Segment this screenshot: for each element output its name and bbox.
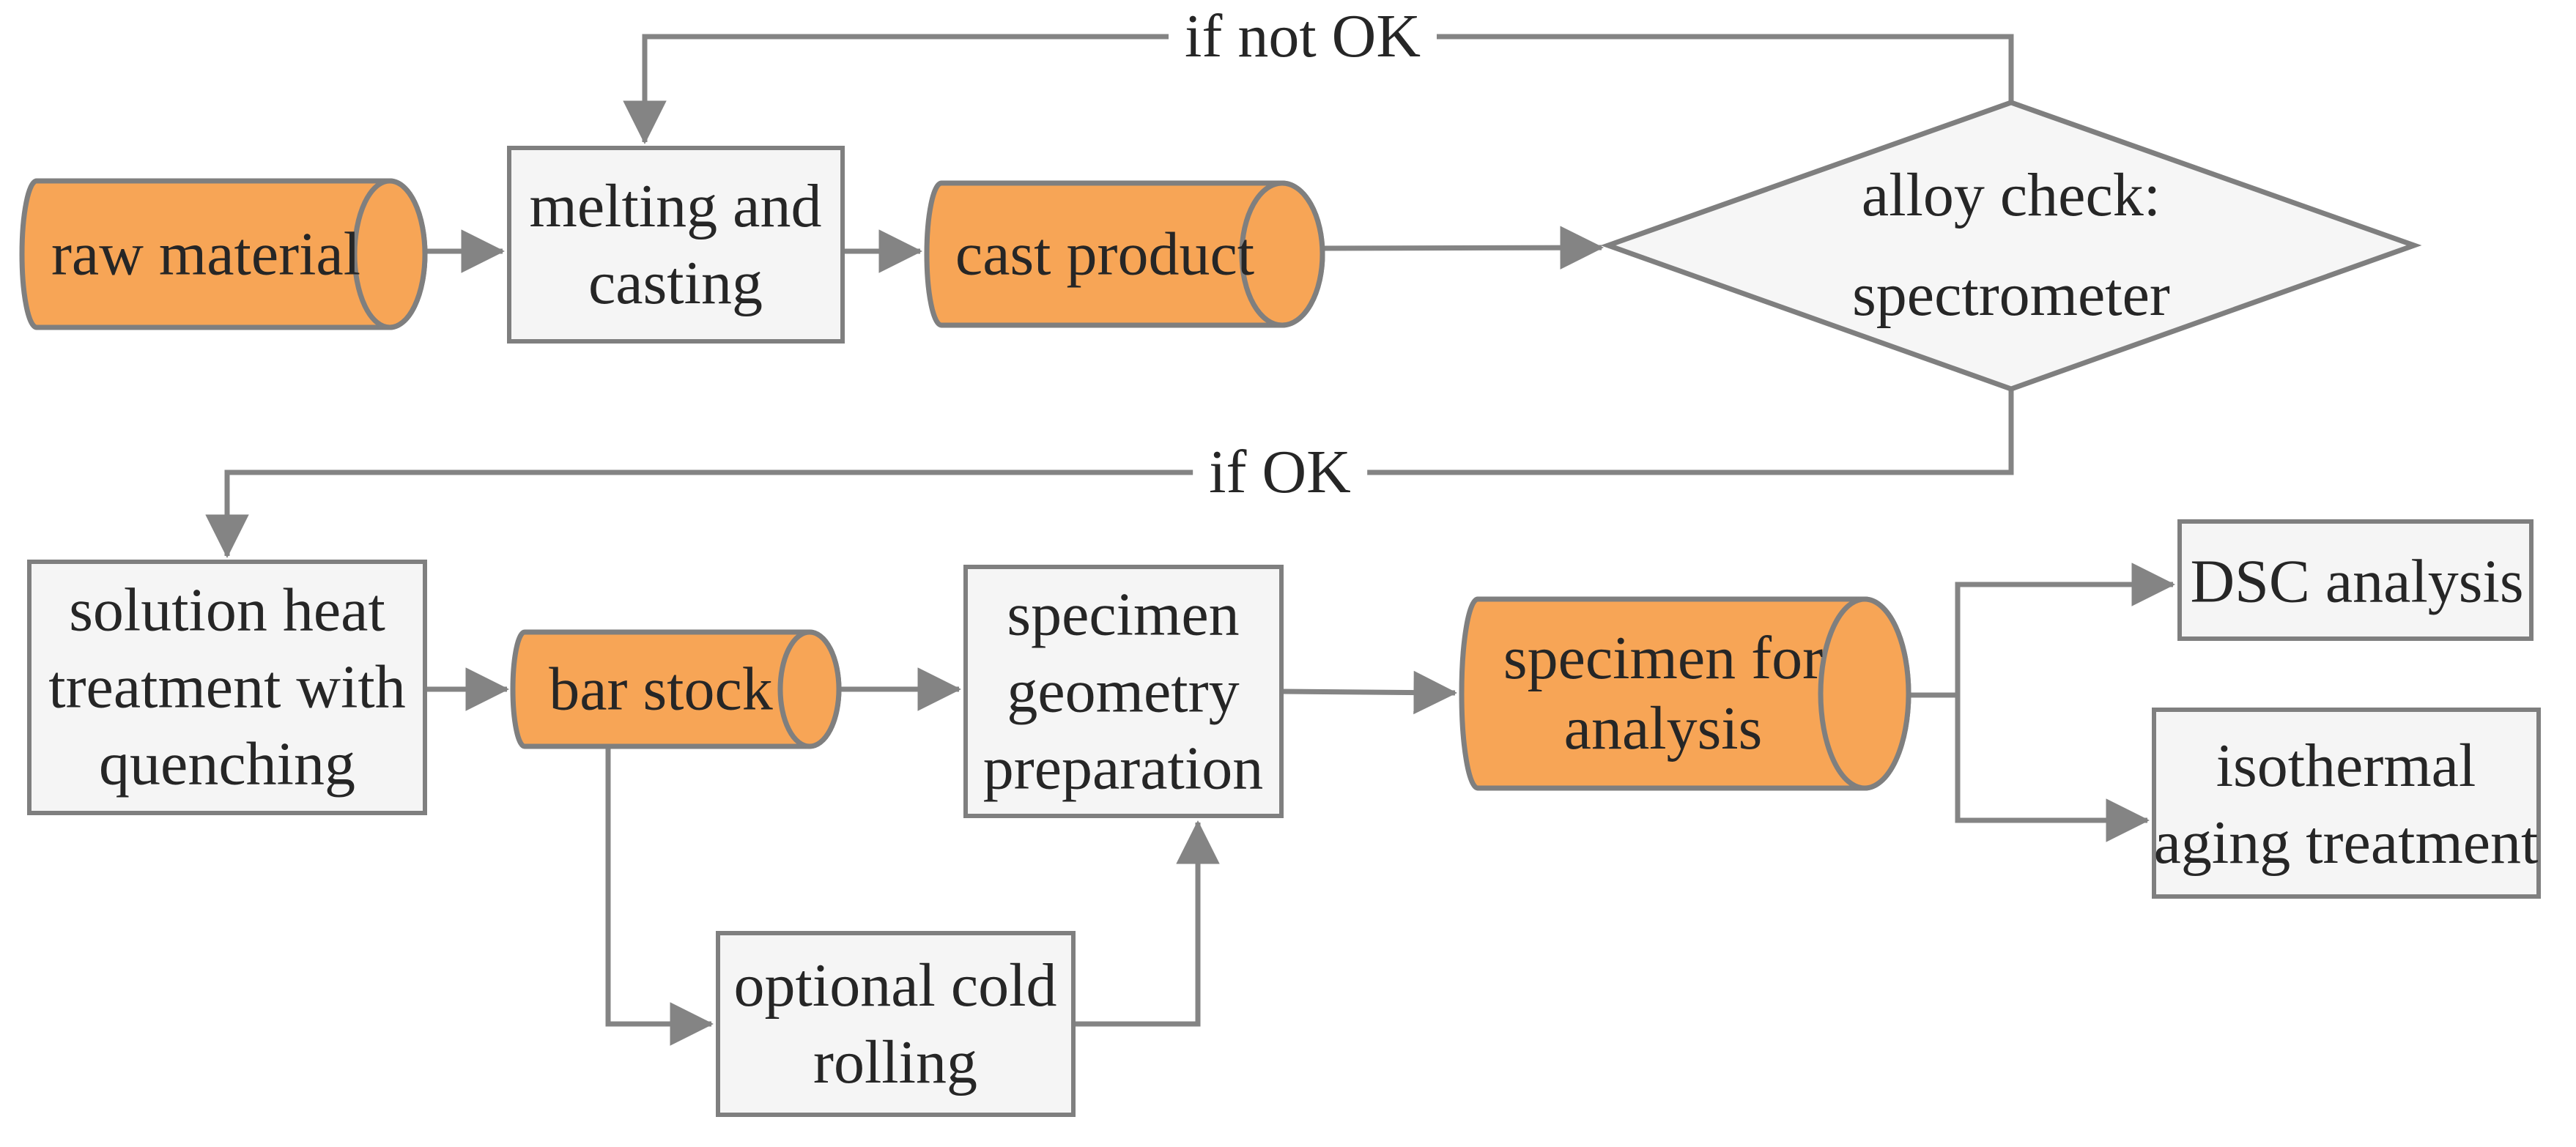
label-specimen-for-analysis: specimen for analysis [1503,623,1823,764]
edge-alloy-check-ok-to-solution [205,389,2014,558]
edge-specimen-geometry-to-specimen [1281,670,1457,715]
edge-specimen-to-dsc [1955,563,2175,695]
bar-stock-cylinder-cap [777,629,842,749]
label-cast-product: cast product [955,216,1254,293]
isothermal-line1: isothermal [2216,732,2476,800]
if-ok-text: if OK [1209,438,1351,506]
edge-bar-stock-to-optional-cold-rolling [605,746,714,1046]
label-alloy-check: alloy check: spectrometer [1852,146,2170,345]
solution-line3: quenching [99,730,355,798]
optional-cold-rolling-line1: optional cold [733,951,1057,1020]
node-melting-casting [507,146,845,344]
node-solution-heat-treatment [27,560,427,815]
label-bar-stock: bar stock [549,651,773,728]
specimen-analysis-line1: specimen for [1503,624,1824,692]
raw-material-text: raw material [51,220,361,289]
node-specimen-for-analysis [1459,596,1911,791]
node-dsc-analysis [2177,519,2534,641]
label-isothermal-aging: isothermal aging treatment [2154,727,2539,881]
cast-product-text: cast product [955,220,1255,289]
node-specimen-geometry-preparation [963,565,1284,818]
optional-cold-rolling-line2: rolling [813,1028,977,1096]
bar-stock-text: bar stock [549,655,773,724]
melting-casting-line1: melting and [529,172,822,240]
cast-product-cylinder-cap [1239,180,1325,328]
node-cast-product [924,180,1325,328]
solution-line2: treatment with [48,653,406,721]
label-dsc-analysis: DSC analysis [2190,543,2523,620]
alloy-check-line1: alloy check: [1861,161,2161,229]
node-isothermal-aging [2152,708,2541,899]
label-solution-heat-treatment: solution heat treatment with quenching [48,572,406,803]
node-raw-material [19,178,428,330]
edge-label-if-ok: if OK [1193,439,1367,506]
specimen-geometry-line1: specimen [1007,580,1240,649]
edge-specimen-to-isothermal [1955,695,2150,842]
label-melting-casting: melting and casting [530,168,822,322]
node-optional-cold-rolling [716,931,1076,1117]
solution-line1: solution heat [69,576,385,645]
isothermal-line2: aging treatment [2153,809,2539,877]
raw-material-cylinder-cap [352,178,428,330]
node-alloy-check [1600,100,2422,392]
alloy-check-line2: spectrometer [1852,261,2170,329]
specimen-analysis-line2: analysis [1563,694,1763,762]
melting-casting-line2: casting [588,249,763,317]
edge-optional-cold-rolling-to-specimen-geometry [1073,820,1220,1027]
specimen-geometry-line3: preparation [982,734,1264,803]
label-optional-cold-rolling: optional cold rolling [734,947,1057,1101]
if-not-ok-text: if not OK [1185,2,1421,70]
label-raw-material: raw material [51,216,360,293]
edge-label-if-not-ok: if not OK [1169,3,1437,70]
dsc-analysis-text: DSC analysis [2190,547,2524,616]
node-bar-stock [510,629,842,749]
specimen-cylinder-cap [1818,596,1911,791]
specimen-geometry-line2: geometry [1007,657,1240,726]
label-specimen-geometry-preparation: specimen geometry preparation [983,576,1263,807]
